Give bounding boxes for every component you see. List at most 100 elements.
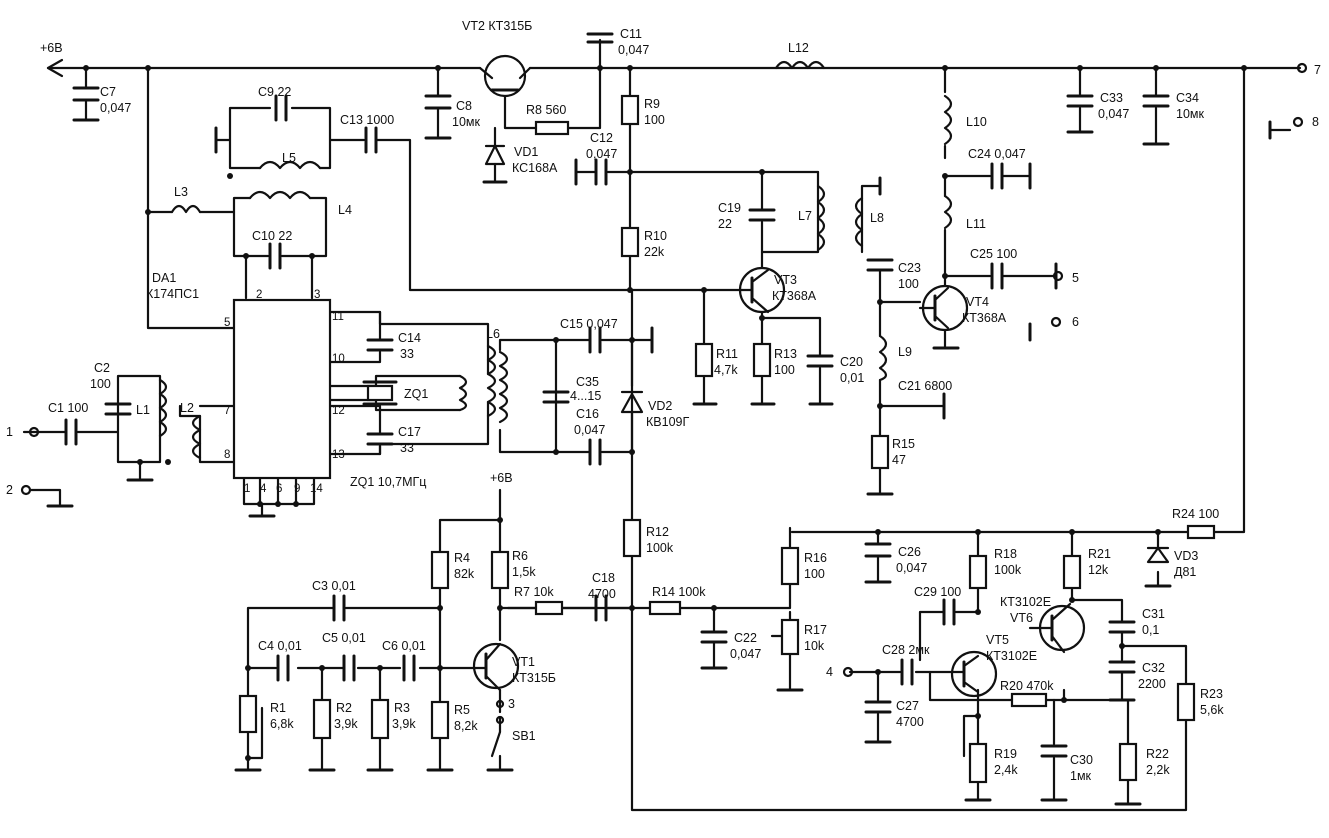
label-c11b: 0,047 [618, 43, 649, 57]
label-c21: C21 6800 [898, 379, 952, 393]
label-vt3a: VT3 [774, 273, 797, 287]
label-r23b: 5,6k [1200, 703, 1224, 717]
label-c4: C4 0,01 [258, 639, 302, 653]
label-c23a: C23 [898, 261, 921, 275]
chip-type: К174ПС1 [146, 287, 199, 301]
label-r21b: 12k [1088, 563, 1109, 577]
label-r2b: 3,9k [334, 717, 358, 731]
label-vd1a: VD1 [514, 145, 538, 159]
label-l2: L2 [180, 401, 194, 415]
label-c1: C1 100 [48, 401, 88, 415]
term-8: 8 [1312, 115, 1319, 129]
pin-10: 10 [332, 353, 345, 365]
label-r15a: R15 [892, 437, 915, 451]
pin-4: 4 [260, 483, 267, 495]
label-c35a: C35 [576, 375, 599, 389]
label-c22b: 0,047 [730, 647, 761, 661]
label-r4b: 82k [454, 567, 475, 581]
labels: +6В +6В DA1 К174ПС1 2 3 5 7 8 11 10 12 1… [6, 19, 1321, 783]
label-l9: L9 [898, 345, 912, 359]
label-r21a: R21 [1088, 547, 1111, 561]
label-r13a: R13 [774, 347, 797, 361]
label-r15b: 47 [892, 453, 906, 467]
label-l10: L10 [966, 115, 987, 129]
label-r4a: R4 [454, 551, 470, 565]
label-l6: L6 [486, 327, 500, 341]
label-vt5a: VT5 [986, 633, 1009, 647]
label-c30b: 1мк [1070, 769, 1092, 783]
label-r19b: 2,4k [994, 763, 1018, 777]
label-vd2a: VD2 [648, 399, 672, 413]
pin-2: 2 [256, 289, 262, 301]
label-r9b: 100 [644, 113, 665, 127]
pin-1: 1 [244, 483, 250, 495]
label-c30a: C30 [1070, 753, 1093, 767]
label-r10a: R10 [644, 229, 667, 243]
label-r18b: 100k [994, 563, 1022, 577]
label-c2b: 100 [90, 377, 111, 391]
label-r7: R7 10k [514, 585, 554, 599]
label-r22a: R22 [1146, 747, 1169, 761]
label-r22b: 2,2k [1146, 763, 1170, 777]
label-c32a: C32 [1142, 661, 1165, 675]
label-c3: C3 0,01 [312, 579, 356, 593]
label-vd3a: VD3 [1174, 549, 1198, 563]
label-r24: R24 100 [1172, 507, 1219, 521]
chip-da1 [232, 298, 332, 480]
label-r2a: R2 [336, 701, 352, 715]
label-r8: R8 560 [526, 103, 566, 117]
label-zq1: ZQ1 [404, 387, 428, 401]
label-c2a: C2 [94, 361, 110, 375]
label-c24: C24 0,047 [968, 147, 1026, 161]
label-c8b: 10мк [452, 115, 480, 129]
term-1: 1 [6, 425, 13, 439]
label-l5: L5 [282, 151, 296, 165]
label-c8a: C8 [456, 99, 472, 113]
label-zq1f: ZQ1 10,7МГц [350, 475, 426, 489]
label-c7b: 0,047 [100, 101, 131, 115]
label-c6: C6 0,01 [382, 639, 426, 653]
pin-8: 8 [224, 449, 230, 461]
label-c10: C10 22 [252, 229, 292, 243]
label-c20b: 0,01 [840, 371, 864, 385]
pin-5: 5 [224, 317, 230, 329]
term-7: 7 [1314, 63, 1321, 77]
label-c17a: C17 [398, 425, 421, 439]
label-l8: L8 [870, 211, 884, 225]
pin-7: 7 [224, 405, 230, 417]
pin-12: 12 [332, 405, 345, 417]
label-vt4a: VT4 [966, 295, 989, 309]
term-4: 4 [826, 665, 833, 679]
label-r12a: R12 [646, 525, 669, 539]
label-vt1a: VT1 [512, 655, 535, 669]
label-l4: L4 [338, 203, 352, 217]
label-c17b: 33 [400, 441, 414, 455]
label-vt1b: КТ315Б [512, 671, 556, 685]
pin-3: 3 [314, 289, 320, 301]
label-c35b: 4...15 [570, 389, 601, 403]
label-c12a: C12 [590, 131, 613, 145]
label-c18b: 4700 [588, 587, 616, 601]
label-c16a: C16 [576, 407, 599, 421]
label-r18a: R18 [994, 547, 1017, 561]
label-r6b: 1,5k [512, 565, 536, 579]
label-r10b: 22k [644, 245, 665, 259]
label-r19a: R19 [994, 747, 1017, 761]
supply-top: +6В [40, 41, 63, 55]
label-c20a: C20 [840, 355, 863, 369]
label-c28: C28 2мк [882, 643, 930, 657]
label-vt6b: VT6 [1010, 611, 1033, 625]
label-r11a: R11 [716, 347, 738, 361]
label-c22a: C22 [734, 631, 757, 645]
pin-9: 9 [294, 483, 300, 495]
label-c5: C5 0,01 [322, 631, 366, 645]
label-c27a: C27 [896, 699, 919, 713]
label-l11: L11 [966, 217, 986, 231]
label-c7a: C7 [100, 85, 116, 99]
label-r3b: 3,9k [392, 717, 416, 731]
label-r16a: R16 [804, 551, 827, 565]
supply-mid: +6В [490, 471, 513, 485]
label-c14b: 33 [400, 347, 414, 361]
label-r3a: R3 [394, 701, 410, 715]
